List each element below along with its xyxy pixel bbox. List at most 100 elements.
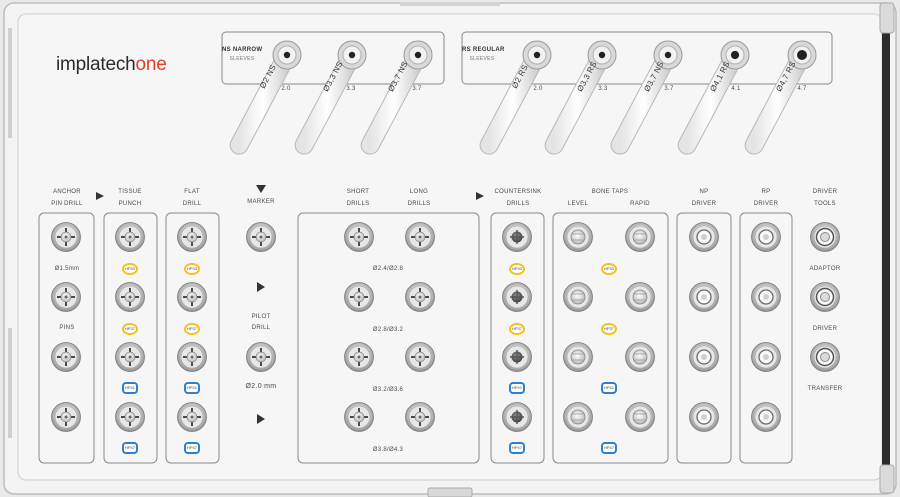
instrument-slot[interactable] [810,342,840,372]
size-badge: HP41 [122,382,138,394]
pins-label: PINS [59,325,75,331]
sleeve-size: 2.0 [281,86,291,92]
instrument-slot[interactable] [625,402,655,432]
instrument-slot[interactable] [751,342,781,372]
anchor-size-label: Ø1.5mm [54,266,80,272]
pilot-drill-label: DRILL [251,325,271,331]
arrow-right-icon [476,192,484,200]
instrument-slot[interactable] [115,402,145,432]
instrument-slot[interactable] [625,342,655,372]
instrument-slot[interactable] [689,342,719,372]
size-badge: HP37 [601,323,617,335]
instrument-slot[interactable] [246,342,276,372]
instrument-slot[interactable] [751,282,781,312]
size-badge: HP33 [509,263,525,275]
size-badge: HP47 [122,442,138,454]
instrument-slot[interactable] [751,402,781,432]
instrument-slot[interactable] [502,402,532,432]
rs-sleeves-title: RS REGULAR [462,47,505,53]
size-badge: HP41 [509,382,525,394]
ns-sleeves-title: NS NARROW [222,47,263,53]
instrument-slot[interactable] [51,282,81,312]
instrument-slot[interactable] [502,222,532,252]
instrument-slot[interactable] [115,342,145,372]
size-badge: HP37 [509,323,525,335]
instrument-slot[interactable] [177,222,207,252]
transfer-label: TRANSFER [807,386,843,392]
instrument-slot[interactable] [405,222,435,252]
instrument-slot[interactable] [625,222,655,252]
instrument-slot[interactable] [115,222,145,252]
header-short: SHORT [346,189,370,195]
sleeve-handle[interactable] [479,40,552,155]
instrument-slot[interactable] [344,222,374,252]
size-badge: HP47 [184,442,200,454]
sleeve-handle[interactable] [677,40,750,155]
instrument-slot[interactable] [563,222,593,252]
size-badge: HP33 [184,263,200,275]
instrument-slot[interactable] [405,342,435,372]
size-badge: HP41 [184,382,200,394]
header-np-driver: DRIVER [691,201,717,207]
instrument-slot[interactable] [502,282,532,312]
instrument-slot[interactable] [344,342,374,372]
instrument-slot[interactable] [177,342,207,372]
size-badge: HP37 [184,323,200,335]
sleeve-handle[interactable] [294,40,367,155]
header-level: LEVEL [567,201,589,207]
instrument-slot[interactable] [563,342,593,372]
sleeve-handle[interactable] [544,40,617,155]
pilot-label: PILOT [251,314,271,320]
instrument-slot[interactable] [51,402,81,432]
size-badge: HP33 [122,263,138,275]
arrow-right-icon [257,414,265,424]
ns-sleeves-sub: SLEEVES [229,56,255,62]
instrument-slot[interactable] [177,402,207,432]
size-badge: HP37 [122,323,138,335]
instrument-slot[interactable] [751,222,781,252]
sleeve-size: 3.7 [664,86,674,92]
instrument-slot[interactable] [563,402,593,432]
instrument-slot[interactable] [405,402,435,432]
size-badge: HP47 [509,442,525,454]
instrument-slot[interactable] [51,342,81,372]
sleeve-handle[interactable] [744,40,817,155]
instrument-slot[interactable] [563,282,593,312]
header-anchor: ANCHOR [53,189,81,195]
header-long-drills: DRILLS [407,201,431,207]
header-short-drills: DRILLS [346,201,370,207]
instrument-slot[interactable] [810,282,840,312]
header-bone-taps: BONE TAPS [591,189,629,195]
header-flat: FLAT [184,189,200,195]
drill-size-label: Ø3.2/Ø3.6 [372,387,404,393]
sleeve-size: 3.3 [346,86,356,92]
sleeve-handle[interactable] [360,40,433,155]
instrument-slot[interactable] [502,342,532,372]
driver-label: DRIVER [812,326,838,332]
sleeve-handle[interactable] [229,40,302,155]
sleeve-handle[interactable] [610,40,683,155]
header-marker: MARKER [247,199,275,205]
header-drill: DRILL [182,201,202,207]
instrument-slot[interactable] [810,222,840,252]
instrument-slot[interactable] [689,222,719,252]
instrument-slot[interactable] [405,282,435,312]
sleeve-size: 4.1 [731,86,741,92]
instrument-slot[interactable] [246,222,276,252]
instrument-slot[interactable] [344,282,374,312]
header-tools: TOOLS [814,201,836,207]
sleeve-size: 4.7 [797,86,807,92]
instrument-slot[interactable] [51,222,81,252]
instrument-slot[interactable] [115,282,145,312]
header-driver: DRIVER [812,189,838,195]
header-tissue: TISSUE [118,189,142,195]
instrument-slot[interactable] [177,282,207,312]
header-rapid: RAPID [630,201,650,207]
instrument-slot[interactable] [344,402,374,432]
sleeve-size: 3.7 [412,86,422,92]
header-punch: PUNCH [118,201,142,207]
instrument-slot[interactable] [689,282,719,312]
rs-sleeves-sub: SLEEVES [469,56,495,62]
instrument-slot[interactable] [689,402,719,432]
instrument-slot[interactable] [625,282,655,312]
